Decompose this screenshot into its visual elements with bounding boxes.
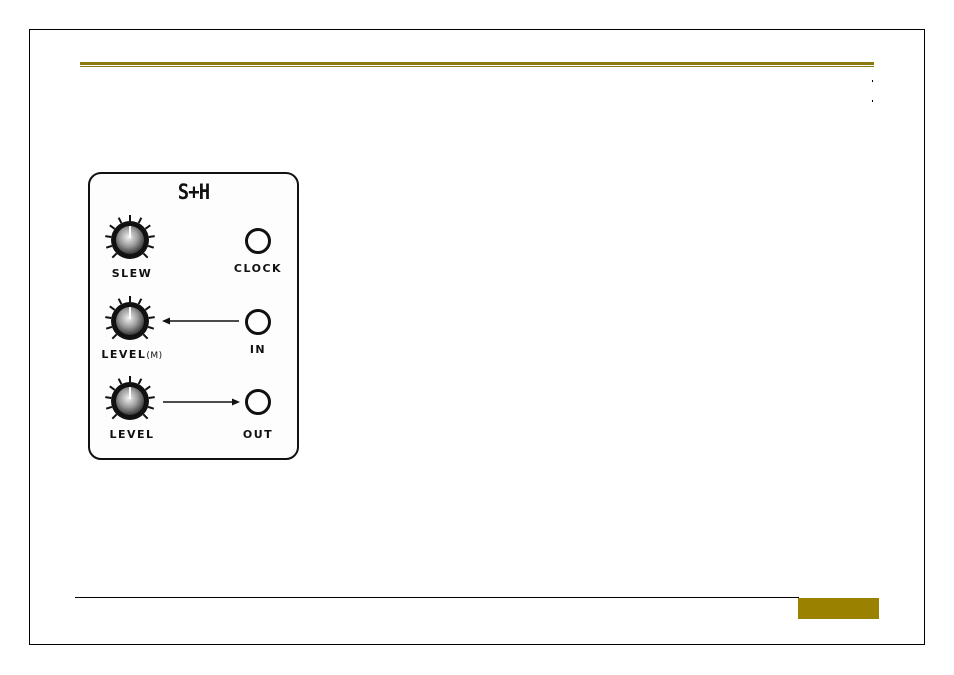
slew-label: SLEW xyxy=(96,267,168,280)
in-label: IN xyxy=(220,343,296,356)
module-title: S+H xyxy=(100,180,286,204)
knob-tick xyxy=(105,236,111,237)
knob-tick xyxy=(112,414,116,418)
footer-page-tab xyxy=(798,598,879,619)
arrow-right-icon xyxy=(162,396,240,408)
knob-tick xyxy=(148,246,154,248)
sh-module-panel: S+H SLEW CLOCK LEVEL(M) IN LEVEL OUT xyxy=(88,172,299,460)
knob-tick xyxy=(139,218,142,223)
knob-tick xyxy=(119,299,122,304)
corner-tick xyxy=(872,100,873,102)
header-rule xyxy=(80,62,874,65)
knob-tick xyxy=(105,317,111,318)
corner-tick xyxy=(872,80,873,82)
footer-rule xyxy=(75,597,799,598)
knob-tick xyxy=(149,317,155,318)
in-jack-icon[interactable] xyxy=(245,309,271,335)
level-knob-icon[interactable] xyxy=(104,375,156,427)
knob-tick xyxy=(119,218,122,223)
level-m-label-main: LEVEL xyxy=(101,348,146,361)
level-label: LEVEL xyxy=(96,428,168,441)
knob-tick xyxy=(105,397,111,398)
arrow-left-icon xyxy=(162,315,240,327)
header-rule-thin xyxy=(80,66,874,67)
knob-tick xyxy=(148,407,154,409)
knob-tick xyxy=(145,306,150,310)
knob-tick xyxy=(139,379,142,384)
knob-tick xyxy=(106,407,112,409)
knob-tick xyxy=(143,414,147,418)
knob-tick xyxy=(106,246,112,248)
knob-tick xyxy=(143,334,147,338)
knob-tick xyxy=(110,225,115,229)
knob-tick xyxy=(139,299,142,304)
knob-tick xyxy=(148,327,154,329)
knob-tick xyxy=(145,386,150,390)
clock-label: CLOCK xyxy=(220,262,296,275)
knob-tick xyxy=(143,253,147,257)
clock-jack-icon[interactable] xyxy=(245,228,271,254)
knob-tick xyxy=(112,334,116,338)
level-m-knob-icon[interactable] xyxy=(104,295,156,347)
out-jack-icon[interactable] xyxy=(245,389,271,415)
knob-tick xyxy=(110,386,115,390)
knob-tick xyxy=(145,225,150,229)
knob-tick xyxy=(112,253,116,257)
knob-tick xyxy=(110,306,115,310)
knob-tick xyxy=(119,379,122,384)
slew-knob-icon[interactable] xyxy=(104,214,156,266)
out-label: OUT xyxy=(220,428,296,441)
knob-tick xyxy=(106,327,112,329)
level-m-label-suffix: (M) xyxy=(146,351,162,361)
knob-tick xyxy=(149,236,155,237)
knob-tick xyxy=(149,397,155,398)
level-m-label: LEVEL(M) xyxy=(90,348,174,361)
